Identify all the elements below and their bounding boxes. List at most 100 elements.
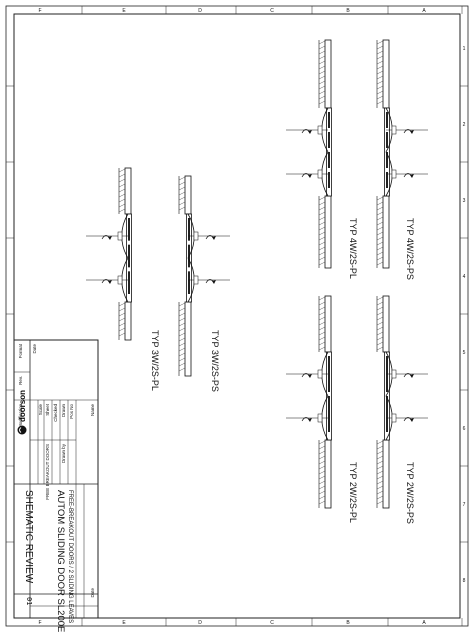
document-type: SHEMATIC REVIEW xyxy=(23,490,34,584)
glass-pane xyxy=(328,356,330,392)
arrow-head xyxy=(308,130,312,134)
wall-hatch xyxy=(318,475,326,480)
glass-pane xyxy=(128,218,130,241)
arrow-head xyxy=(410,174,414,178)
wall-hatch xyxy=(118,327,126,332)
wall-hatch xyxy=(376,445,384,450)
wall-hatch xyxy=(318,311,326,316)
wall-hatch xyxy=(318,450,326,455)
wall-hatch xyxy=(178,337,186,342)
wall-hatch xyxy=(376,321,384,326)
wall-hatch xyxy=(376,236,384,241)
wall-hatch xyxy=(178,176,186,181)
wall-hatch xyxy=(376,45,384,50)
wall-hatch xyxy=(318,445,326,450)
wall-post xyxy=(382,295,390,353)
wall-hatch xyxy=(376,206,384,211)
wall-hatch xyxy=(376,241,384,246)
wall-hatch xyxy=(318,80,326,85)
wall-post xyxy=(184,301,192,377)
company-name: doorson xyxy=(18,390,27,422)
wall-hatch xyxy=(318,331,326,336)
zone-letter: F xyxy=(38,620,41,626)
wall-hatch xyxy=(376,296,384,301)
zone-letter: B xyxy=(346,8,350,14)
inner-frame xyxy=(13,13,461,619)
zone-number: 6 xyxy=(463,426,466,432)
wall-hatch xyxy=(376,455,384,460)
wall-hatch xyxy=(118,307,126,312)
door-plans xyxy=(86,39,428,509)
wall-hatch xyxy=(318,196,326,201)
zone-number: 3 xyxy=(463,198,466,204)
wall-hatch xyxy=(376,475,384,480)
glass-pane xyxy=(386,132,388,148)
outer-frame xyxy=(5,5,469,627)
glass-pane xyxy=(386,112,388,128)
wall-hatch xyxy=(178,362,186,367)
push-arrow xyxy=(317,369,323,379)
wall-hatch xyxy=(376,440,384,445)
glass-pane xyxy=(128,244,130,268)
wall-hatch xyxy=(178,367,186,372)
wall-hatch xyxy=(318,231,326,236)
wall-hatch xyxy=(178,186,186,191)
wall-hatch xyxy=(318,306,326,311)
wall-hatch xyxy=(178,307,186,312)
tb-date-label: Date xyxy=(32,344,37,354)
wall-post xyxy=(382,39,390,109)
glass-pane xyxy=(188,218,190,241)
wall-hatch xyxy=(376,460,384,465)
arrow-head xyxy=(212,280,216,284)
wall-hatch xyxy=(178,332,186,337)
wall-hatch xyxy=(118,193,126,198)
wall-hatch xyxy=(376,201,384,206)
wall-hatch xyxy=(376,346,384,351)
wall-hatch xyxy=(376,70,384,75)
wall-hatch xyxy=(318,236,326,241)
wall-hatch xyxy=(376,50,384,55)
tb-field-date: Date xyxy=(90,588,95,598)
glass-pane xyxy=(188,271,190,294)
zone-letter: A xyxy=(422,620,426,626)
arrow-head xyxy=(410,418,414,422)
wall-hatch xyxy=(376,100,384,105)
wall-post xyxy=(324,39,332,109)
wall-hatch xyxy=(118,317,126,322)
wall-hatch xyxy=(118,208,126,213)
wall-hatch xyxy=(376,55,384,60)
push-arrow xyxy=(317,125,323,135)
wall-hatch xyxy=(376,80,384,85)
wall-hatch xyxy=(318,261,326,266)
tb-field-drawn: Drawn by xyxy=(61,443,66,463)
zone-letter: F xyxy=(38,8,41,14)
wall-hatch xyxy=(178,191,186,196)
wall-hatch xyxy=(376,196,384,201)
wall-hatch xyxy=(178,312,186,317)
wall-hatch xyxy=(118,173,126,178)
wall-hatch xyxy=(318,316,326,321)
wall-hatch xyxy=(318,246,326,251)
wall-hatch xyxy=(376,60,384,65)
wall-hatch xyxy=(318,346,326,351)
wall-hatch xyxy=(318,60,326,65)
wall-hatch xyxy=(318,75,326,80)
wall-hatch xyxy=(178,342,186,347)
wall-hatch xyxy=(376,326,384,331)
sheet-number: 01 xyxy=(25,597,33,605)
wall-hatch xyxy=(318,206,326,211)
wall-hatch xyxy=(118,183,126,188)
title-block: Format Rev. Modification Date Scale Shee… xyxy=(13,339,99,632)
arrow-head xyxy=(308,174,312,178)
wall-hatch xyxy=(178,196,186,201)
wall-hatch xyxy=(318,256,326,261)
wall-hatch xyxy=(376,216,384,221)
wall-hatch xyxy=(318,326,326,331)
wall-hatch xyxy=(376,500,384,505)
tb-format-label: Format xyxy=(18,343,23,358)
zone-number: 1 xyxy=(463,46,466,52)
wall-hatch xyxy=(318,221,326,226)
wall-hatch xyxy=(318,85,326,90)
door-plan xyxy=(376,295,428,509)
